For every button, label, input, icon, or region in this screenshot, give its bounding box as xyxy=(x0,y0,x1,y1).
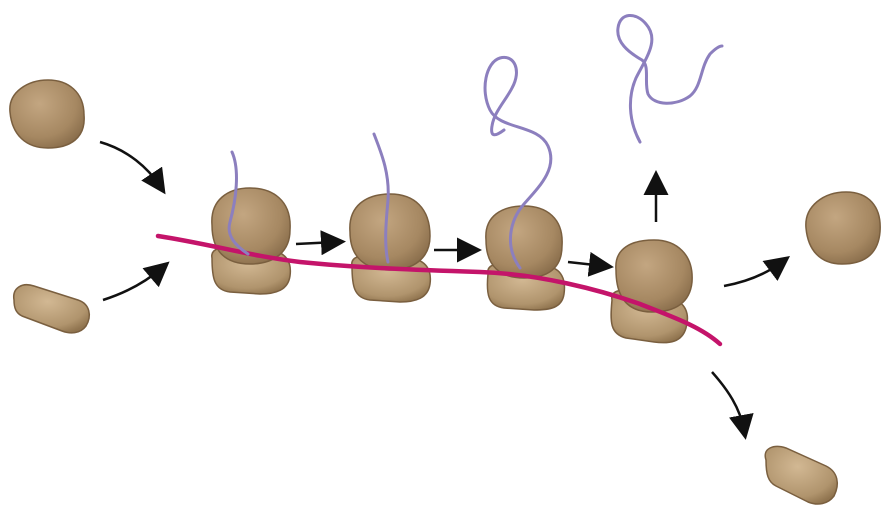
small-subunit-icon xyxy=(765,447,837,505)
ribosome-icon xyxy=(486,206,565,310)
arrow-icon xyxy=(296,242,336,244)
arrow-icon xyxy=(724,262,782,286)
small-subunit-icon xyxy=(14,285,90,333)
arrow-icon xyxy=(100,142,160,186)
arrow-icon xyxy=(568,262,604,266)
ribosome-icon xyxy=(212,188,291,294)
large-subunit-icon xyxy=(10,80,84,148)
ribosome-icon xyxy=(350,194,431,302)
polypeptide-chain-icon xyxy=(618,15,722,142)
ribosome-icon xyxy=(611,240,692,343)
arrow-icon xyxy=(712,372,744,430)
large-subunit-icon xyxy=(806,192,880,264)
arrow-icon xyxy=(103,268,162,300)
